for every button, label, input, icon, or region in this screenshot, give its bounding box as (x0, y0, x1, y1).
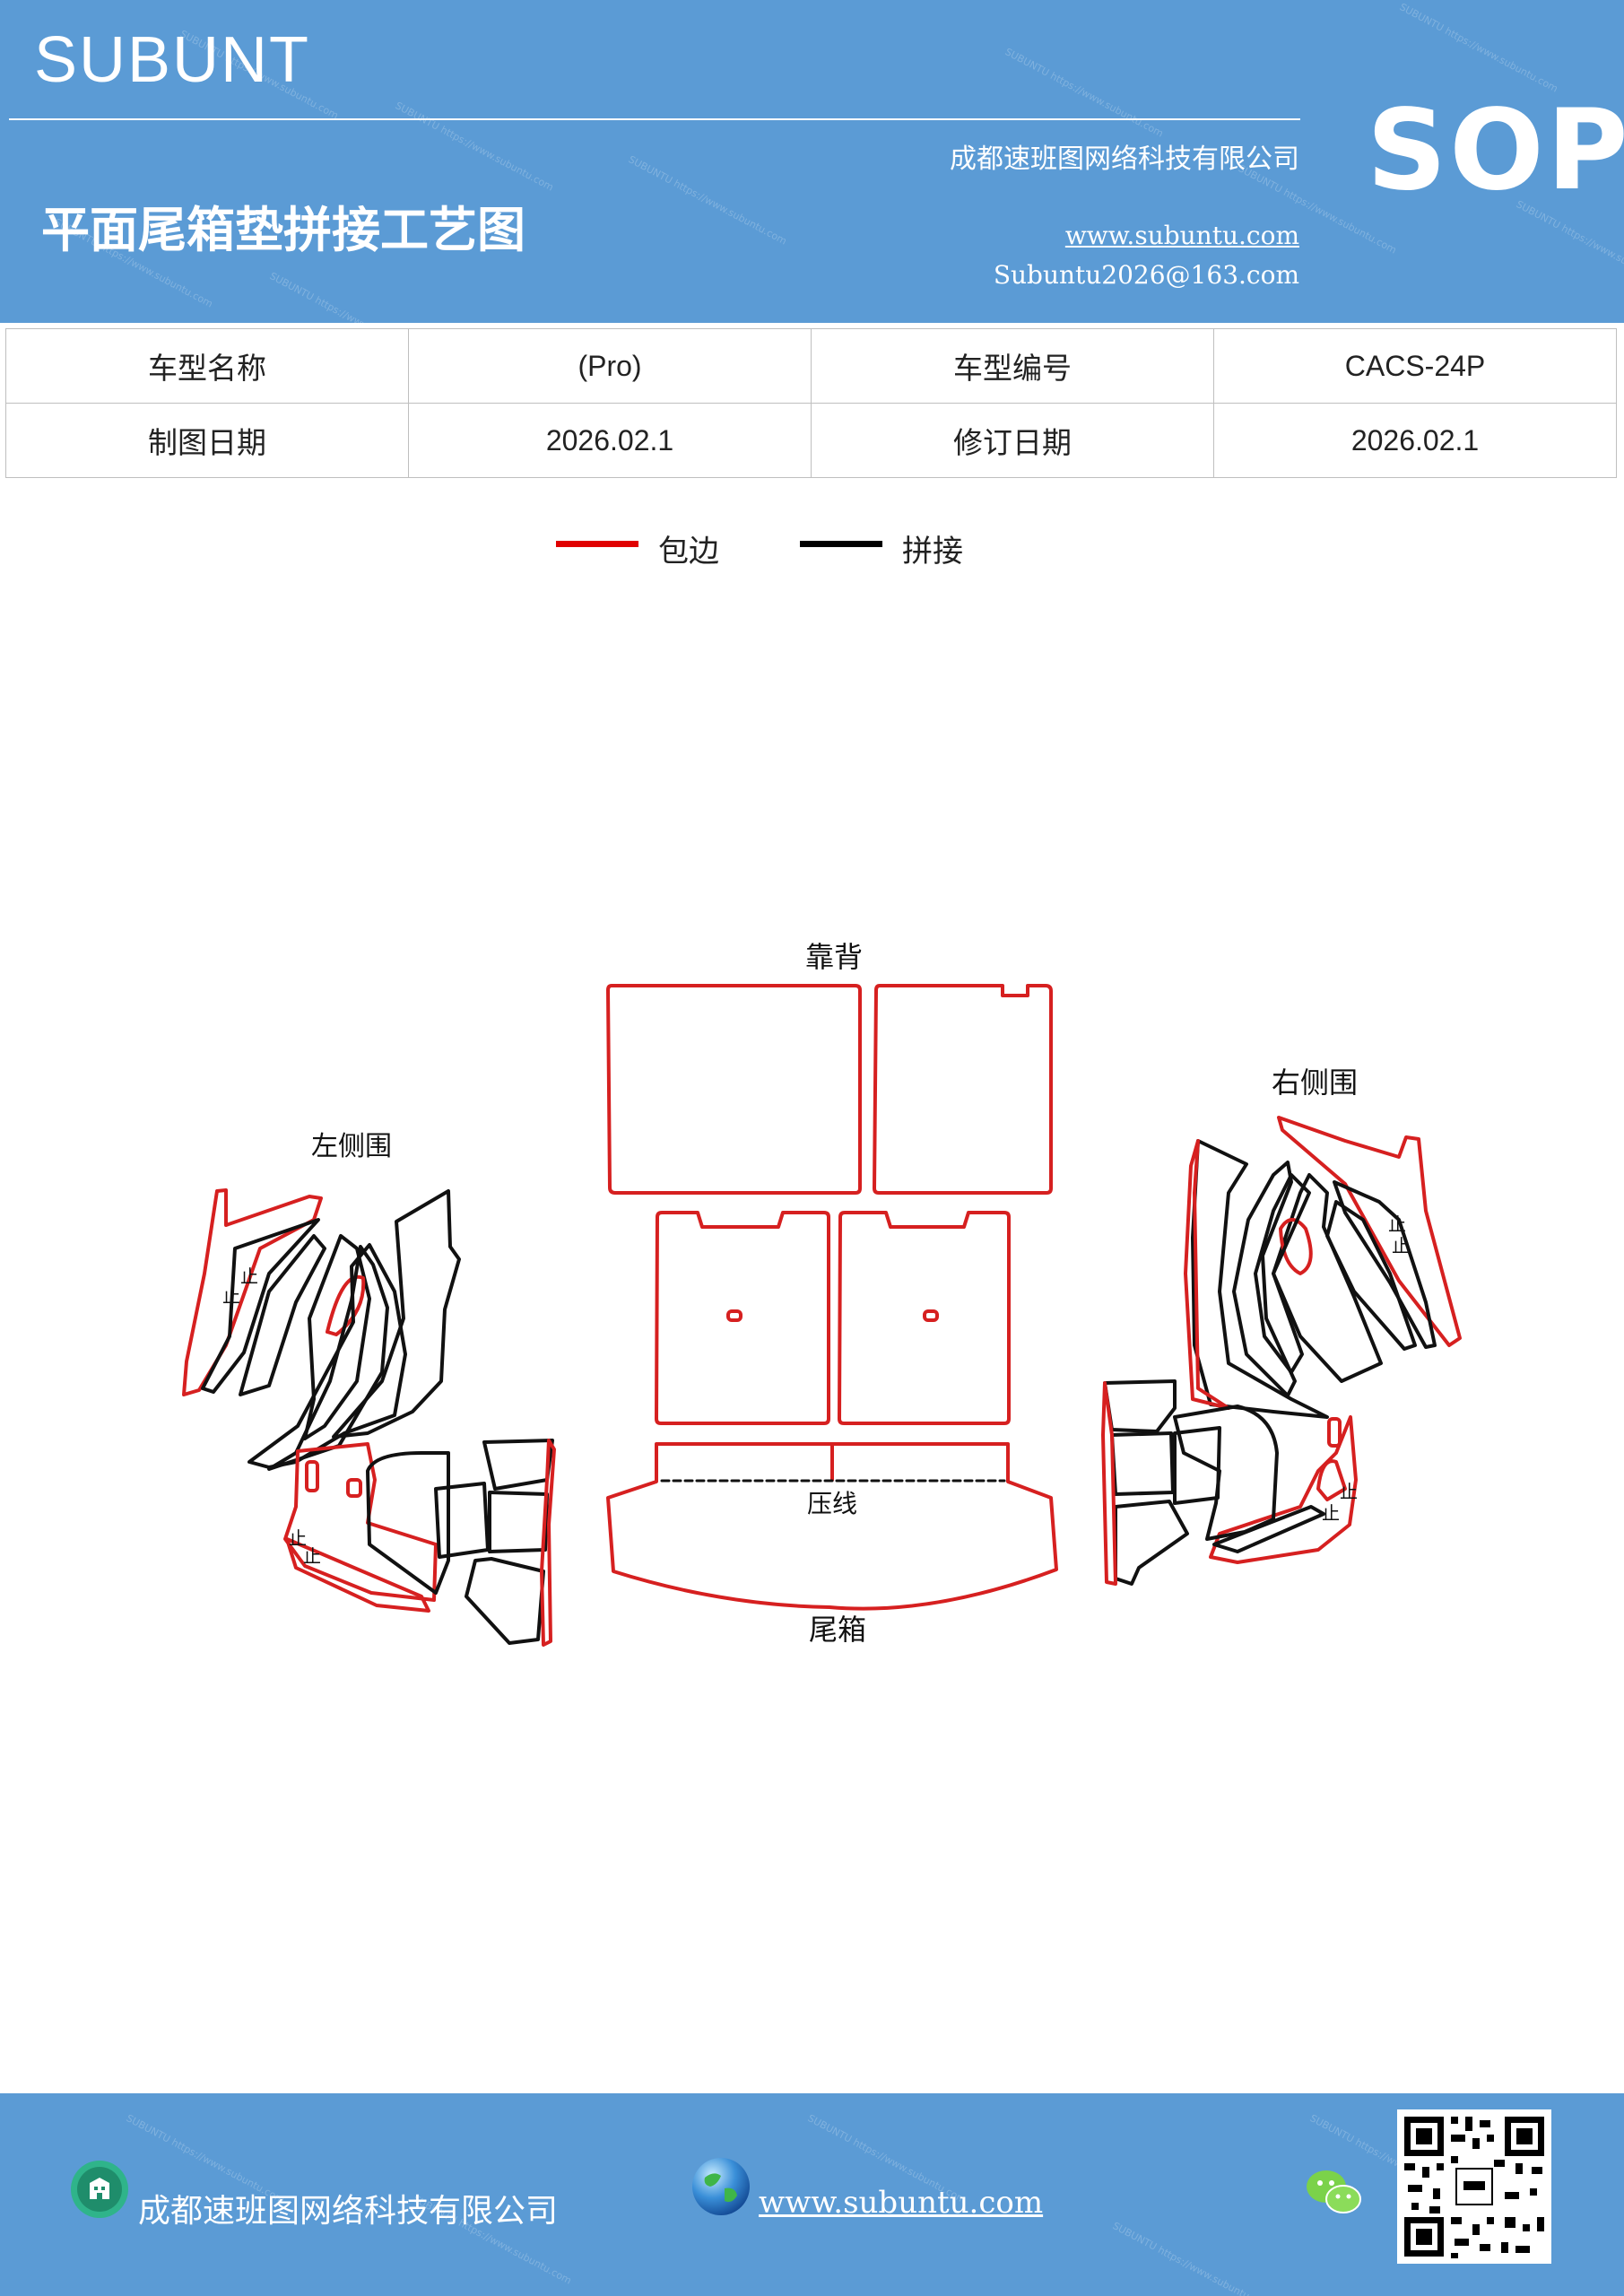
seat-left-panel (655, 1211, 830, 1425)
right-trim-piece-c (1103, 1379, 1177, 1433)
label-trunk: 尾箱 (809, 1613, 866, 1647)
page-title: 平面尾箱垫拼接工艺图 (41, 202, 525, 258)
left-side-strip-1 (201, 1218, 320, 1394)
backrest-right-panel (873, 984, 1053, 1195)
table-row: 车型名称 (Pro) 车型编号 CACS-24P (5, 328, 1617, 404)
label-backrest: 靠背 (805, 940, 863, 974)
right-side-outer-piece (1277, 1116, 1462, 1347)
left-trim-piece-b (488, 1491, 549, 1553)
trunk-mat-diagram: 靠背 左侧围 右侧围 压线 尾箱 止 止 止 止 止 止 止 止 (182, 940, 1462, 1647)
left-side-strip-5 (248, 1243, 407, 1469)
stop-mark: 止 (1340, 1481, 1358, 1502)
legend-swatch-seam (800, 541, 882, 547)
left-lower-slot-1 (305, 1460, 319, 1492)
page-footer: SUBUNTU https://www.subuntu.com SUBUNTU … (0, 2093, 1624, 2296)
right-side-strip-3 (1272, 1173, 1383, 1383)
stop-mark: 止 (1392, 1235, 1410, 1257)
stop-mark: 止 (240, 1265, 258, 1287)
right-side-inner-piece (1191, 1139, 1329, 1419)
stop-mark: 止 (303, 1545, 321, 1567)
table-label: 制图日期 (5, 403, 409, 478)
left-trim-piece-c (482, 1439, 554, 1491)
right-lower-corner-piece (1209, 1415, 1358, 1564)
left-side-strip-2 (239, 1234, 326, 1396)
website-link[interactable]: www.subuntu.com (1064, 221, 1299, 250)
left-side-inner-piece (332, 1189, 461, 1439)
table-value: 2026.02.1 (1213, 403, 1617, 478)
table-value: CACS-24P (1213, 328, 1617, 404)
wechat-icon (1307, 2170, 1361, 2213)
right-trim-piece-d (1114, 1500, 1189, 1586)
svg-text:SUBUNTU https://www.subuntu.co: SUBUNTU https://www.subuntu.com (1111, 2220, 1273, 2296)
right-side-strip-5 (1232, 1161, 1297, 1397)
left-trim-piece-a (434, 1482, 490, 1559)
label-left-side: 左侧围 (311, 1131, 392, 1162)
legend-label-seam: 拼接 (902, 534, 963, 570)
left-side-strip-3 (303, 1234, 371, 1440)
footer-company-name: 成都速班图网络科技有限公司 (138, 2193, 559, 2230)
left-lower-slot-2 (346, 1478, 362, 1498)
right-side-strip-1 (1333, 1180, 1437, 1349)
brand-name: SUBUNT (34, 24, 311, 96)
label-crease: 压线 (807, 1489, 857, 1518)
stop-mark: 止 (1322, 1502, 1340, 1524)
header-divider (9, 118, 1300, 120)
left-bumper-piece (366, 1451, 450, 1595)
company-name: 成都速班图网络科技有限公司 (950, 144, 1299, 175)
right-side-edge-strip (1184, 1139, 1230, 1410)
right-trim-edge (1101, 1381, 1117, 1586)
left-trim-piece-d (465, 1557, 545, 1645)
left-side-oval-cutout (326, 1274, 366, 1336)
seat-right-panel (838, 1211, 1011, 1425)
email-address[interactable]: Subuntu2026@163.com (993, 260, 1299, 290)
left-lower-corner-piece (283, 1442, 438, 1602)
table-value: 2026.02.1 (408, 403, 812, 478)
footer-website-link[interactable]: www.subuntu.com (759, 2185, 1044, 2221)
right-bumper-piece (1173, 1405, 1279, 1541)
right-lower-strip (1212, 1505, 1325, 1553)
label-right-side: 右侧围 (1272, 1065, 1358, 1100)
trunk-floor-panel (606, 1442, 1058, 1611)
table-label: 车型名称 (5, 328, 409, 404)
stop-mark: 止 (1388, 1213, 1406, 1235)
seat-right-hole (923, 1309, 939, 1322)
right-trim-piece-b (1173, 1426, 1221, 1505)
table-label: 修订日期 (811, 403, 1214, 478)
right-lower-cutout (1316, 1459, 1347, 1501)
table-value: (Pro) (408, 328, 812, 404)
legend: 包边 拼接 (0, 525, 1624, 570)
left-side-outer-piece (182, 1188, 323, 1396)
legend-swatch-edge (556, 541, 638, 547)
table-label: 车型编号 (811, 328, 1214, 404)
right-trim-piece-a (1110, 1431, 1175, 1496)
qr-code (1397, 2109, 1551, 2264)
vehicle-info-table: 车型名称 (Pro) 车型编号 CACS-24P 制图日期 2026.02.1 … (5, 328, 1617, 478)
legend-label-edge: 包边 (658, 534, 719, 570)
backrest-left-panel (606, 984, 862, 1195)
left-lower-edge-strip (285, 1537, 430, 1613)
stop-mark: 止 (222, 1285, 240, 1307)
stop-mark: 止 (289, 1527, 307, 1549)
building-icon (71, 2161, 128, 2218)
left-trim-edge (540, 1439, 556, 1647)
right-side-oval-cutout (1279, 1218, 1313, 1275)
right-side-strip-2 (1325, 1200, 1417, 1351)
globe-icon (692, 2158, 750, 2215)
right-side-strip-4 (1254, 1173, 1311, 1374)
sop-badge: SOP (1367, 86, 1624, 215)
right-lower-slot-1 (1327, 1417, 1342, 1448)
qr-code-graphic (1404, 2117, 1544, 2258)
seat-left-hole (726, 1309, 743, 1322)
table-row: 制图日期 2026.02.1 修订日期 2026.02.1 (5, 403, 1617, 478)
